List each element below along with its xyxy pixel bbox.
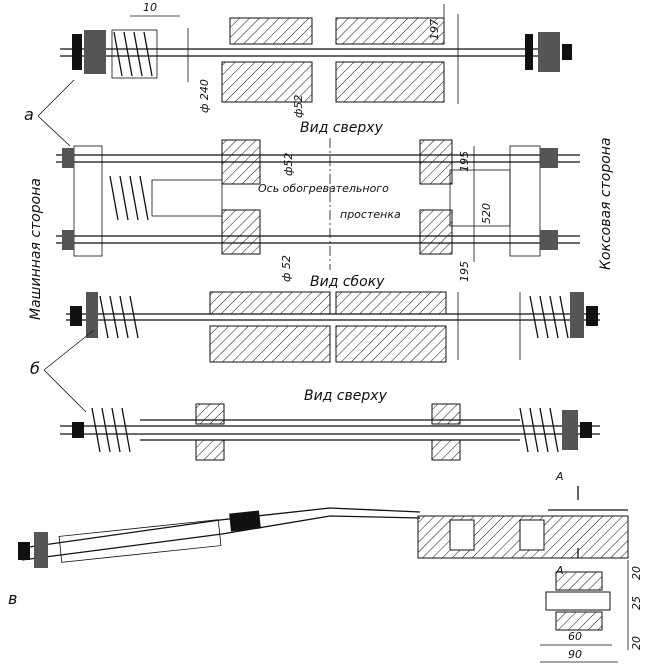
label-machine-side: Машинная сторона [28, 178, 44, 320]
section-a-top: А [555, 470, 564, 483]
dim-10: 10 [143, 1, 157, 14]
label-coke-side: Коксовая сторона [598, 137, 614, 270]
dim-20-bottom: 20 [630, 636, 643, 650]
wall-block [221, 61, 313, 103]
dim-520: 520 [480, 203, 493, 224]
view-4-top [60, 403, 600, 461]
view-1-top-rod: 10 197 ф 240 ф52 [60, 1, 572, 118]
section-a-a: 20 25 20 60 90 [540, 560, 643, 663]
spring-washer [84, 30, 106, 74]
view-2-top-double-rod: 195 520 195 ф52 ф 52 Ось обогревательног… [56, 138, 580, 282]
dim-25: 25 [630, 596, 643, 610]
dim-20-top: 20 [630, 566, 643, 580]
spring-housing [111, 29, 158, 79]
dim-phi52-low: ф 52 [280, 255, 293, 282]
title-view-top-2: Вид сверху [304, 388, 388, 404]
view-5-detail: А А [18, 470, 629, 577]
nut [72, 34, 82, 70]
title-view-side: Вид сбоку [310, 274, 385, 290]
bracket [73, 145, 103, 257]
label-heating-axis-1: Ось обогревательного [258, 182, 389, 195]
letter-v: в [8, 589, 17, 608]
view-3-side [66, 291, 600, 363]
dim-197: 197 [428, 19, 441, 40]
dim-60: 60 [568, 630, 582, 643]
letter-b: б [30, 359, 40, 378]
label-heating-axis-2: простенка [340, 208, 401, 221]
dim-90: 90 [568, 648, 582, 661]
dim-195-bottom: 195 [458, 261, 471, 282]
dim-phi52-mid: ф52 [282, 153, 295, 176]
letter-a: а [24, 105, 34, 124]
dim-phi52-top: ф52 [292, 95, 305, 118]
wall-block [335, 61, 445, 103]
dim-phi240: ф 240 [198, 79, 211, 113]
dim-195-top: 195 [458, 151, 471, 172]
wall-block [229, 17, 313, 45]
wall-block [335, 17, 445, 45]
title-view-top-1: Вид сверху [300, 120, 384, 136]
section-a-bottom: А [555, 564, 564, 577]
